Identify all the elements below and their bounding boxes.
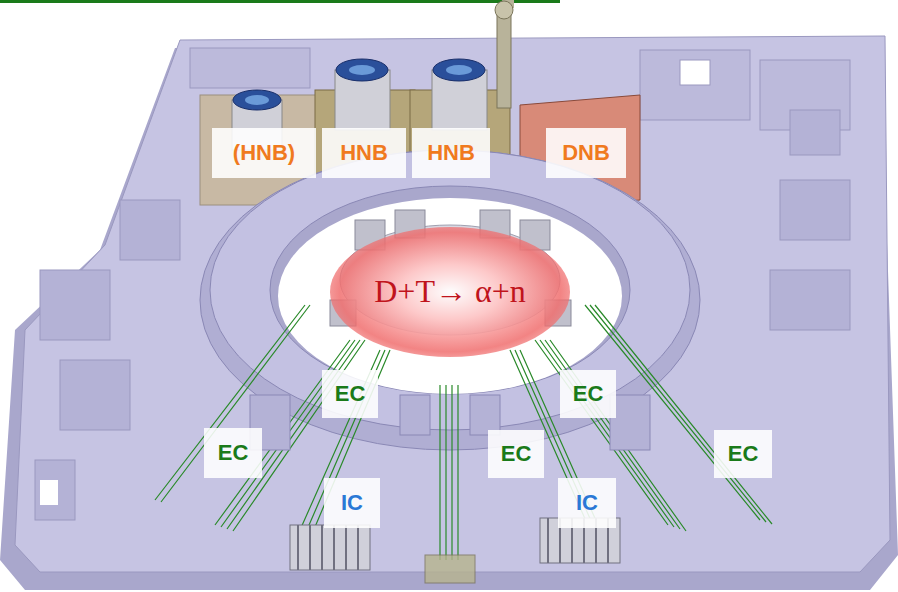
- nb-label-box: HNB: [322, 128, 406, 178]
- system-label: HNB: [340, 141, 388, 165]
- nb-label-box: (HNB): [212, 128, 316, 178]
- system-label: (HNB): [233, 141, 295, 165]
- system-label: IC: [576, 491, 598, 515]
- reaction-equation: D+T→ α+n: [374, 274, 526, 309]
- nb-label-box: DNB: [546, 128, 626, 178]
- system-label: EC: [501, 442, 532, 466]
- ec-label-box: EC: [560, 370, 616, 418]
- ic-label-box: IC: [324, 478, 380, 528]
- ec-label-box: EC: [714, 430, 772, 478]
- ec-label-box: EC: [204, 428, 262, 478]
- system-label: DNB: [562, 141, 610, 165]
- fusion-reaction-glow: D+T→ α+n: [330, 227, 570, 357]
- system-label: EC: [573, 382, 604, 406]
- ec-label-box: EC: [322, 370, 378, 418]
- ec-label-box: EC: [488, 430, 544, 478]
- system-label: EC: [335, 382, 366, 406]
- system-label: EC: [728, 442, 759, 466]
- system-label: HNB: [427, 141, 475, 165]
- system-label: IC: [341, 491, 363, 515]
- system-label: EC: [218, 441, 249, 465]
- ic-label-box: IC: [558, 478, 616, 528]
- nb-label-box: HNB: [412, 128, 490, 178]
